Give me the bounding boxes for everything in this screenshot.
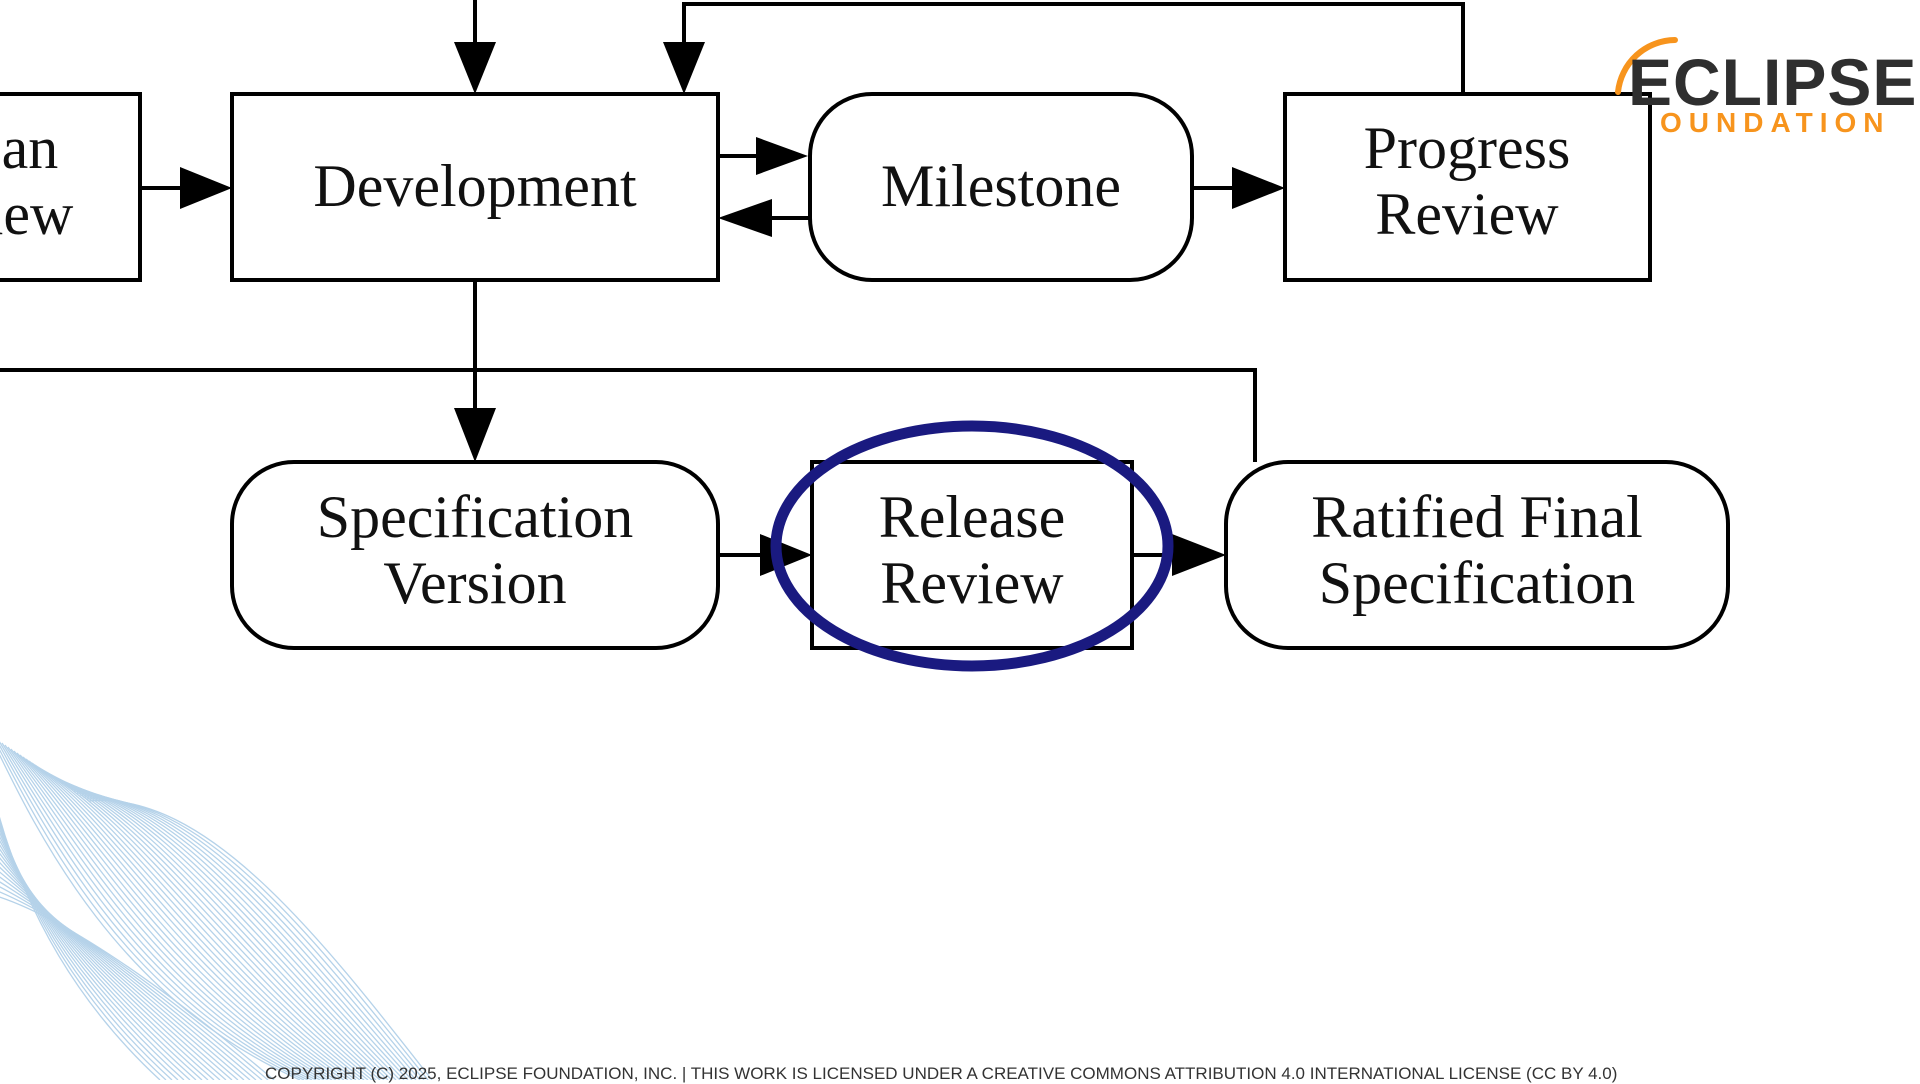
swoosh-line — [0, 848, 215, 1080]
swoosh-line — [31, 762, 357, 1080]
swoosh-line — [0, 886, 263, 1080]
swoosh-line — [7, 746, 325, 1080]
swoosh-line — [0, 831, 191, 1080]
swoosh-line — [37, 766, 365, 1080]
connectors — [0, 0, 1465, 576]
swoosh-line — [4, 744, 321, 1080]
swoosh-line — [0, 744, 309, 1080]
plan-review-label-line1: an — [2, 115, 59, 181]
swoosh-line — [13, 750, 333, 1080]
logo-wordmark: ECLIPSE — [1628, 45, 1917, 119]
swoosh-line — [1, 742, 317, 1080]
node-development — [230, 92, 720, 282]
swoosh-line — [19, 754, 341, 1080]
swoosh-line — [25, 758, 349, 1080]
swoosh-line — [0, 819, 167, 1080]
swoosh-line — [0, 896, 275, 1080]
swoosh-line — [0, 861, 233, 1080]
node-labels: an iew Development Milestone Progress Re… — [0, 115, 1643, 616]
arrowhead-spec-version — [454, 408, 496, 462]
arrowhead-loop-development — [663, 42, 705, 94]
swoosh-line — [0, 839, 203, 1080]
node-specification-version — [230, 460, 720, 650]
swoosh-line — [10, 748, 329, 1080]
loop-progress-to-development — [682, 2, 1465, 94]
swoosh-line — [0, 835, 197, 1080]
swoosh-line — [67, 786, 405, 1080]
arrowhead-milestone — [756, 137, 808, 175]
swoosh-line — [22, 756, 345, 1080]
node-progress-review — [1283, 92, 1652, 282]
swoosh-line — [0, 741, 313, 1080]
arrowhead-ratified — [1172, 534, 1226, 576]
decorative-swoosh — [0, 741, 433, 1080]
swoosh-line — [0, 871, 245, 1080]
progress-review-label-line2: Review — [1375, 181, 1559, 247]
swoosh-line — [0, 857, 227, 1080]
development-label: Development — [313, 153, 637, 219]
swoosh-line — [43, 770, 373, 1080]
swoosh-line — [0, 825, 179, 1080]
arrowhead-progress — [1232, 167, 1285, 209]
arrowhead-development-top — [454, 42, 496, 94]
nodes — [0, 92, 1730, 650]
release-review-label-line1: Release — [879, 484, 1066, 550]
copyright-footer: COPYRIGHT (C) 2025, ECLIPSE FOUNDATION, … — [265, 1064, 1618, 1083]
eclipse-logo-arc-icon — [1615, 37, 1678, 95]
swoosh-line — [88, 799, 433, 1080]
node-ratified-final-specification — [1224, 460, 1730, 650]
plan-review-label-line2: iew — [0, 181, 74, 247]
specification-version-label-line2: Version — [383, 550, 566, 616]
eclipse-foundation-logo: ECLIPSE OUNDATION — [1615, 37, 1917, 138]
release-review-label-line2: Review — [880, 550, 1064, 616]
swoosh-line — [16, 752, 337, 1080]
swoosh-line — [0, 749, 305, 1080]
ratified-final-specification-label-line2: Specification — [1319, 550, 1636, 616]
swoosh-line — [34, 764, 361, 1080]
node-milestone — [808, 92, 1194, 282]
node-plan-review — [0, 92, 142, 282]
swoosh-line — [40, 768, 369, 1080]
swoosh-line — [0, 828, 185, 1080]
arrowhead-development-back — [718, 199, 772, 237]
logo-subtitle: OUNDATION — [1660, 107, 1890, 138]
swoosh-line — [0, 843, 209, 1080]
swoosh-line — [0, 852, 221, 1080]
ratified-final-specification-label-line1: Ratified Final — [1311, 484, 1643, 550]
swoosh-line — [0, 754, 301, 1080]
swoosh-line — [49, 774, 381, 1080]
progress-review-label-line1: Progress — [1364, 115, 1571, 181]
swoosh-line — [0, 876, 251, 1080]
arrowhead-plan-development — [180, 167, 232, 209]
specification-version-label-line1: Specification — [317, 484, 634, 550]
swoosh-line — [0, 821, 173, 1080]
swoosh-line — [0, 891, 269, 1080]
line-left-to-ratified — [0, 368, 1257, 462]
highlight-ellipse-release-review — [770, 420, 1174, 672]
swoosh-line — [0, 881, 257, 1080]
swoosh-line — [28, 760, 353, 1080]
milestone-label: Milestone — [881, 153, 1121, 219]
node-release-review — [810, 460, 1134, 650]
swoosh-line — [0, 866, 239, 1080]
arrowhead-release — [760, 534, 812, 576]
